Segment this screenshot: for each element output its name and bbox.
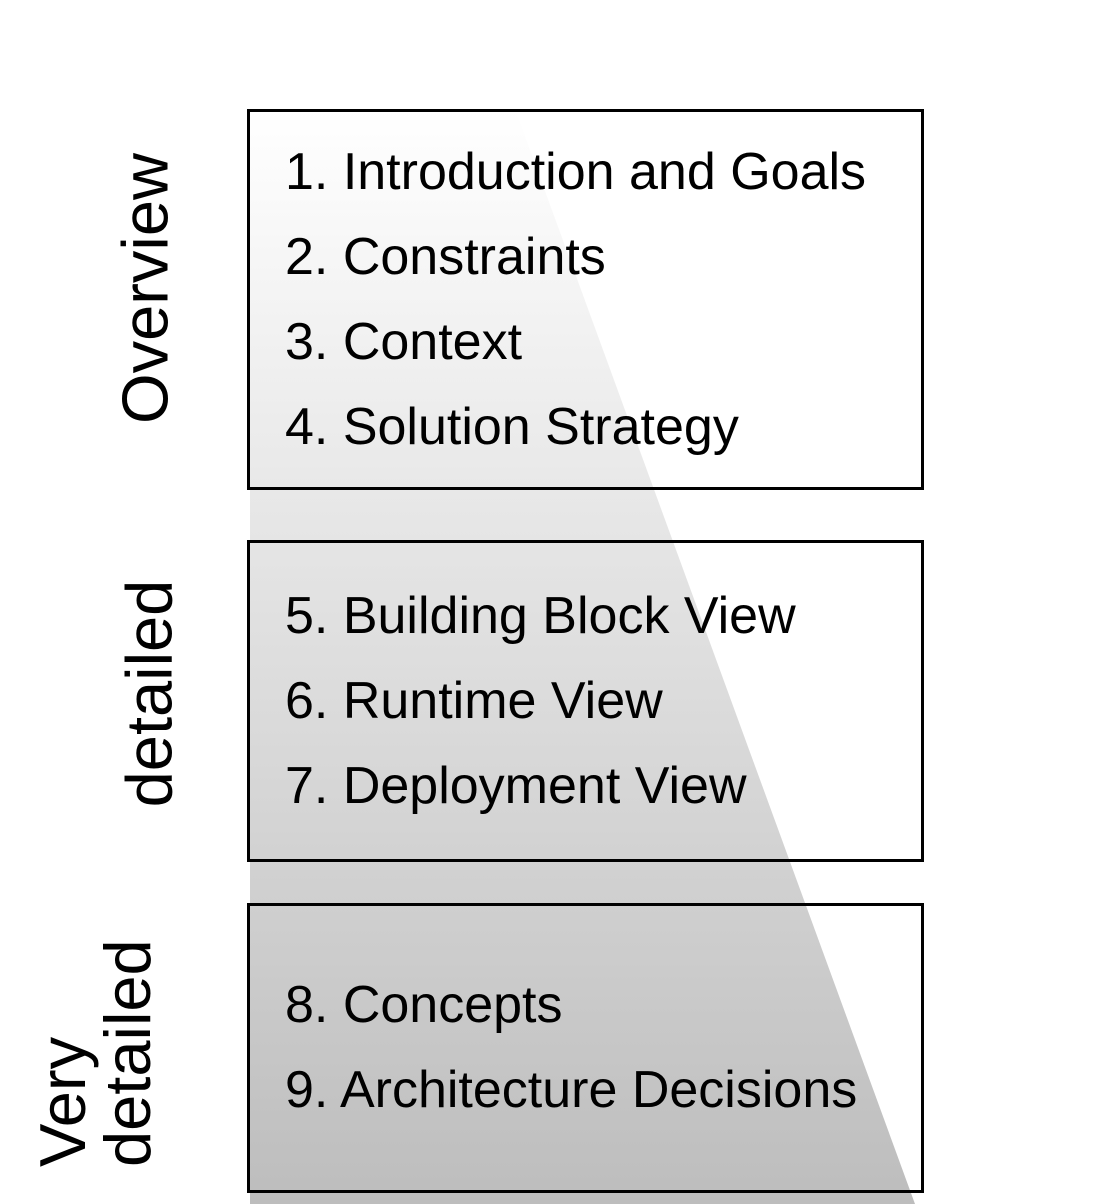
outline-item-introduction-and-goals: 1. Introduction and Goals <box>285 142 867 201</box>
level-box-overview: 1. Introduction and Goals 2. Constraints… <box>247 109 924 490</box>
level-label-line: detailed <box>91 939 164 1167</box>
level-label-very-detailed: Very detailed <box>26 927 164 1167</box>
level-label-detailed: detailed <box>112 494 186 894</box>
outline-item-architecture-decisions: 9. Architecture Decisions <box>285 1061 858 1119</box>
outline-item-runtime-view: 6. Runtime View <box>285 671 663 730</box>
outline-item-context: 3. Context <box>285 312 523 371</box>
level-label-line: Overview <box>108 153 182 424</box>
level-label-line: Very <box>26 1036 99 1167</box>
level-box-very-detailed: 8. Concepts 9. Architecture Decisions <box>247 903 924 1193</box>
level-label-overview: Overview <box>108 89 182 489</box>
level-box-detailed: 5. Building Block View 6. Runtime View 7… <box>247 540 924 862</box>
outline-item-constraints: 2. Constraints <box>285 227 606 286</box>
outline-item-concepts: 8. Concepts <box>285 976 563 1034</box>
outline-item-solution-strategy: 4. Solution Strategy <box>285 397 739 456</box>
outline-item-deployment-view: 7. Deployment View <box>285 756 747 815</box>
level-label-line: detailed <box>112 579 186 808</box>
outline-item-building-block-view: 5. Building Block View <box>285 586 796 645</box>
